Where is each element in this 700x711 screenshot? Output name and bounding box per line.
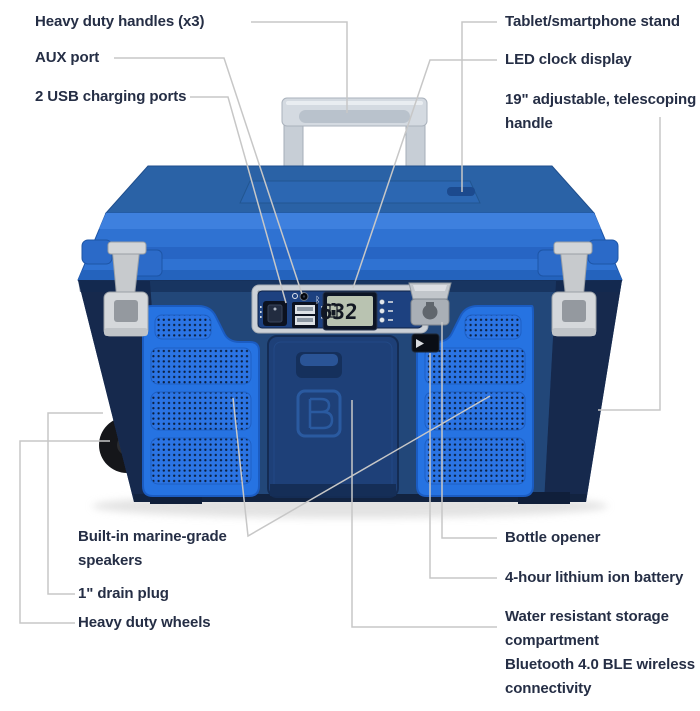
label-lithium-battery: 4-hour lithium ion battery (505, 569, 684, 586)
lid-front (77, 212, 623, 281)
right-speaker (416, 305, 534, 497)
leader-drain (47, 412, 103, 595)
left-latch (103, 241, 149, 337)
control-panel: ᛒ 632 (251, 284, 429, 334)
label-tablet-stand: Tablet/smartphone stand (505, 13, 680, 30)
leader-handles (251, 21, 348, 113)
telescoping-handle (281, 97, 428, 183)
label-led-clock: LED clock display (505, 51, 632, 68)
label-bottle-opener: Bottle opener (505, 529, 601, 546)
leader-telescoping (598, 117, 661, 411)
leader-speakers (232, 395, 491, 538)
label-drain-plug: 1" drain plug (78, 585, 169, 602)
left-speaker (142, 305, 260, 497)
right-latch (551, 241, 597, 337)
leader-wheels (19, 440, 110, 624)
bottle-opener (408, 282, 452, 326)
clock-digits: 632 (319, 299, 358, 324)
label-heavy-duty-handles: Heavy duty handles (x3) (35, 13, 205, 30)
panel-buttons (379, 299, 393, 323)
lid-top (104, 165, 596, 214)
power-switch (260, 301, 287, 326)
label-speakers: Built-in marine-grade speakers (78, 528, 227, 569)
label-heavy-duty-wheels: Heavy duty wheels (78, 614, 211, 631)
leader-bottle (441, 322, 497, 539)
aux-jack (292, 292, 309, 301)
label-usb-ports: 2 USB charging ports (35, 88, 187, 105)
battery-icon (329, 303, 338, 318)
leader-battery (429, 353, 497, 579)
label-storage-compartment: Water resistant storage compartment (505, 608, 669, 649)
storage-compartment-door (267, 335, 399, 498)
battery-compartment-slot (411, 333, 440, 353)
leader-usb (190, 96, 287, 304)
bluetooth-icon: ᛒ (315, 295, 320, 306)
tablet-stand-groove (447, 187, 475, 196)
label-bluetooth: Bluetooth 4.0 BLE wireless connectivity (505, 656, 695, 697)
leader-lines (19, 21, 661, 628)
brand-emblem (296, 389, 342, 438)
label-telescoping-handle: 19" adjustable, telescoping handle (505, 91, 697, 132)
leader-aux (114, 57, 303, 295)
leader-tablet (461, 21, 497, 192)
lcd-clock-display: 632 (319, 291, 378, 331)
label-aux-port: AUX port (35, 49, 100, 66)
leader-led-clock (352, 59, 497, 289)
leader-storage (351, 400, 497, 628)
